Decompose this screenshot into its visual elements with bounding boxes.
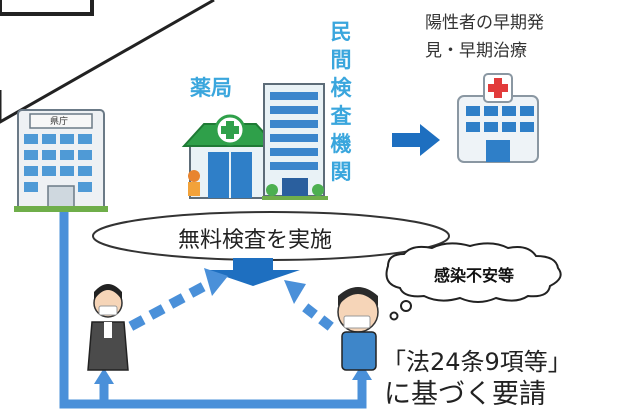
private-lab-char: 検 [330, 76, 352, 100]
private-lab-char: 関 [330, 160, 352, 184]
private-lab-label: 民 間 検 査 機 関 [326, 18, 356, 186]
request-label-line1: 「法24条9項等」 [382, 348, 572, 376]
private-lab-char: 民 [330, 20, 352, 44]
early-detection-label-line2: 見・早期治療 [425, 41, 527, 61]
private-lab-char: 査 [330, 104, 352, 128]
hospital-building-icon [457, 73, 539, 163]
pharmacy-label: 薬局 [190, 76, 232, 100]
callout-box [0, 0, 215, 124]
free-test-label: 無料検査を実施 [178, 228, 333, 253]
prefecture-building-icon [14, 109, 108, 212]
early-detection-label-line1: 陽性者の早期発 [425, 13, 544, 33]
anxiety-label: 感染不安等 [434, 266, 515, 285]
down-arrow-icon [206, 258, 300, 286]
dotted-arrow-left-icon [128, 268, 228, 331]
thought-cloud [385, 242, 562, 321]
dotted-arrow-right-icon [284, 280, 334, 331]
prefecture-sign-label: 県庁 [50, 117, 69, 127]
lab-building-icon [262, 83, 328, 200]
arrow-to-hospital-icon [392, 124, 440, 156]
boy-person-icon [337, 287, 379, 371]
woman-person-icon [87, 284, 129, 371]
request-label-line2: に基づく要請 [384, 379, 546, 410]
request-connector-line [59, 212, 372, 409]
private-lab-char: 間 [330, 48, 352, 72]
private-lab-char: 機 [330, 132, 352, 156]
pharmacy-building-icon [181, 114, 279, 199]
